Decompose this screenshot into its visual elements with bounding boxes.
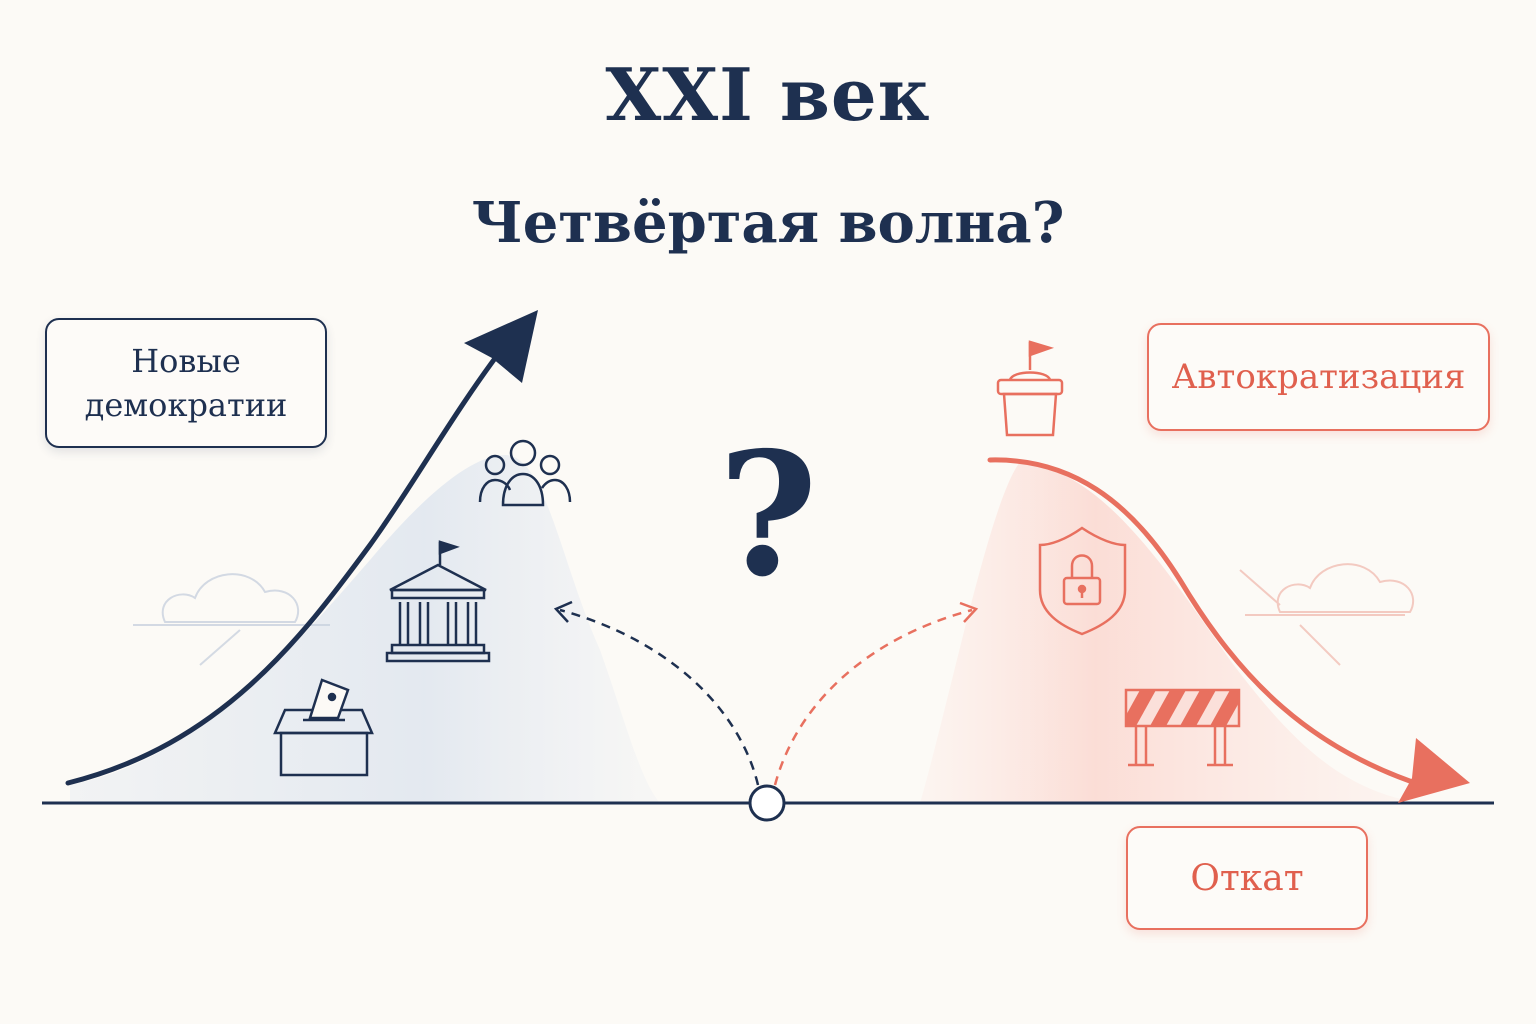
democracy-wave-area [70,455,660,803]
autocratization-arrowhead [1398,738,1470,803]
page-subtitle: Четвёртая волна? [471,190,1065,256]
new-democracies-label: Новые демократии [45,318,327,448]
autocratization-arrow [987,457,1433,791]
people-group-icon [478,439,572,507]
dashed-arrow-to-autocracy [773,608,973,786]
autocratization-label: Автократизация [1147,323,1490,431]
shield-lock-icon [1038,526,1127,636]
cloud-icon [1239,563,1415,666]
center-node [748,784,786,822]
ballot-box-icon [273,678,374,777]
dashed-arrowhead-left [553,600,573,623]
autocratization-wave-area [920,462,1420,803]
page-title: XXI век [605,52,931,137]
podium-flag-icon [996,340,1064,437]
question-mark: ? [718,415,818,615]
rollback-label: Откат [1126,826,1368,930]
democratization-arrow [65,342,508,786]
government-building-icon [385,540,491,663]
road-barrier-icon [1124,688,1241,767]
democratization-arrowhead [464,310,538,383]
cloud-icon [133,573,330,666]
dashed-arrowhead-right [959,601,979,623]
